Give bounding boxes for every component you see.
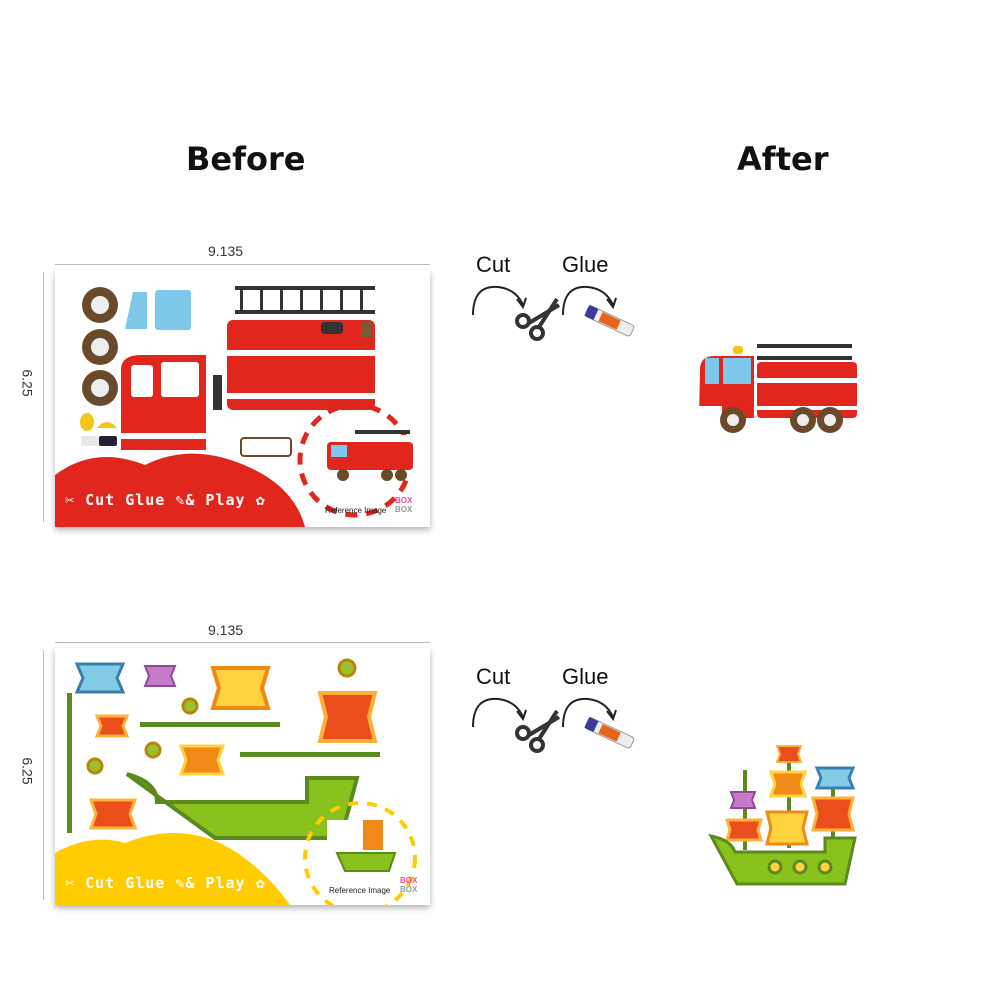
scissors-icon: ✂ <box>65 874 76 892</box>
box-logo: BOX BOX <box>395 496 412 514</box>
fire-truck-sheet: ✂ Cut Glue ✎& Play ✿ Reference Image BOX… <box>55 270 430 527</box>
pirate-ship-sheet: ✂ Cut Glue ✎& Play ✿ Reference Image BOX… <box>55 648 430 905</box>
assembled-pirate-ship <box>708 745 857 886</box>
width-dimension-line <box>55 642 430 643</box>
scissors-icon <box>515 709 561 753</box>
height-dimension-line <box>43 272 44 522</box>
logo-top: BOX <box>395 496 413 505</box>
cut-glue-illustration <box>472 285 635 341</box>
width-label: 9.135 <box>208 243 244 259</box>
cut-label: Cut <box>476 664 511 689</box>
banner-cut: Cut <box>85 491 116 509</box>
assembled-fire-truck <box>697 344 857 433</box>
before-heading: Before <box>186 140 306 178</box>
reference-label: Reference Image <box>325 506 387 515</box>
height-dimension-line <box>43 650 44 900</box>
curved-arrow-icon <box>472 697 524 728</box>
width-label: 9.135 <box>208 622 244 638</box>
scissors-icon <box>515 297 561 341</box>
curved-arrow-icon <box>472 285 524 316</box>
cut-glue-illustration <box>472 697 635 753</box>
cut-glue-play-banner: ✂ Cut Glue ✎& Play ✿ <box>65 491 266 509</box>
banner-glue: Glue <box>125 491 166 509</box>
scissors-icon: ✂ <box>65 491 76 509</box>
logo-top: BOX <box>400 876 418 885</box>
height-label: 6.25 <box>19 369 36 397</box>
after-heading: After <box>737 140 829 178</box>
puzzle-icon: ✿ <box>255 874 266 892</box>
reference-label: Reference Image <box>329 886 391 895</box>
banner-play: & Play <box>185 491 246 509</box>
pirate-ship-pieces <box>55 658 417 905</box>
fire-truck-pieces <box>55 286 413 527</box>
logo-bottom: BOX <box>395 505 413 514</box>
glue-stick-icon <box>584 304 635 337</box>
glue-icon: ✎ <box>175 491 186 509</box>
glue-stick-icon <box>584 716 635 749</box>
width-dimension-line <box>55 264 430 265</box>
cut-label: Cut <box>476 252 511 277</box>
cut-glue-play-banner: ✂ Cut Glue ✎& Play ✿ <box>65 874 266 892</box>
height-label: 6.25 <box>19 757 36 785</box>
logo-bottom: BOX <box>400 885 418 894</box>
banner-cut: Cut <box>85 874 116 892</box>
curved-arrow-icon <box>562 697 614 728</box>
glue-icon: ✎ <box>175 874 186 892</box>
curved-arrow-icon <box>562 285 614 316</box>
banner-glue: Glue <box>125 874 166 892</box>
box-logo: BOX BOX <box>400 876 417 894</box>
glue-label: Glue <box>562 252 609 277</box>
puzzle-icon: ✿ <box>255 491 266 509</box>
banner-play: & Play <box>185 874 246 892</box>
glue-label: Glue <box>562 664 609 689</box>
